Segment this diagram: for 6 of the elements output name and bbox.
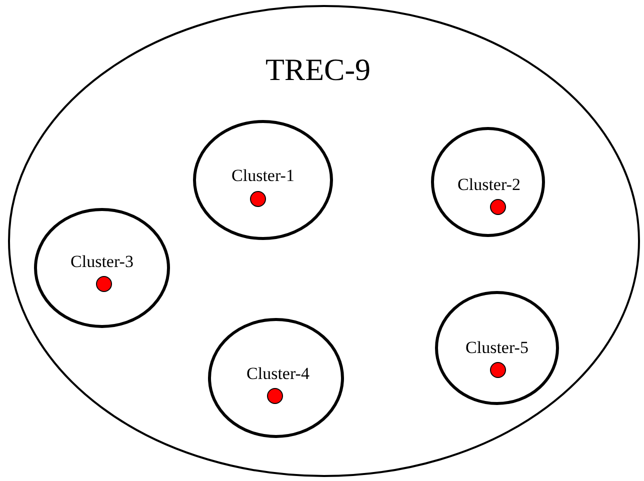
cluster-label: Cluster-4 [246, 364, 310, 384]
cluster-label: Cluster-3 [70, 252, 134, 272]
cluster-label: Cluster-1 [232, 166, 294, 186]
title-label: TREC-9 [265, 52, 371, 88]
cluster-label: Cluster-5 [466, 338, 528, 358]
cluster-label: Cluster-2 [458, 175, 520, 195]
